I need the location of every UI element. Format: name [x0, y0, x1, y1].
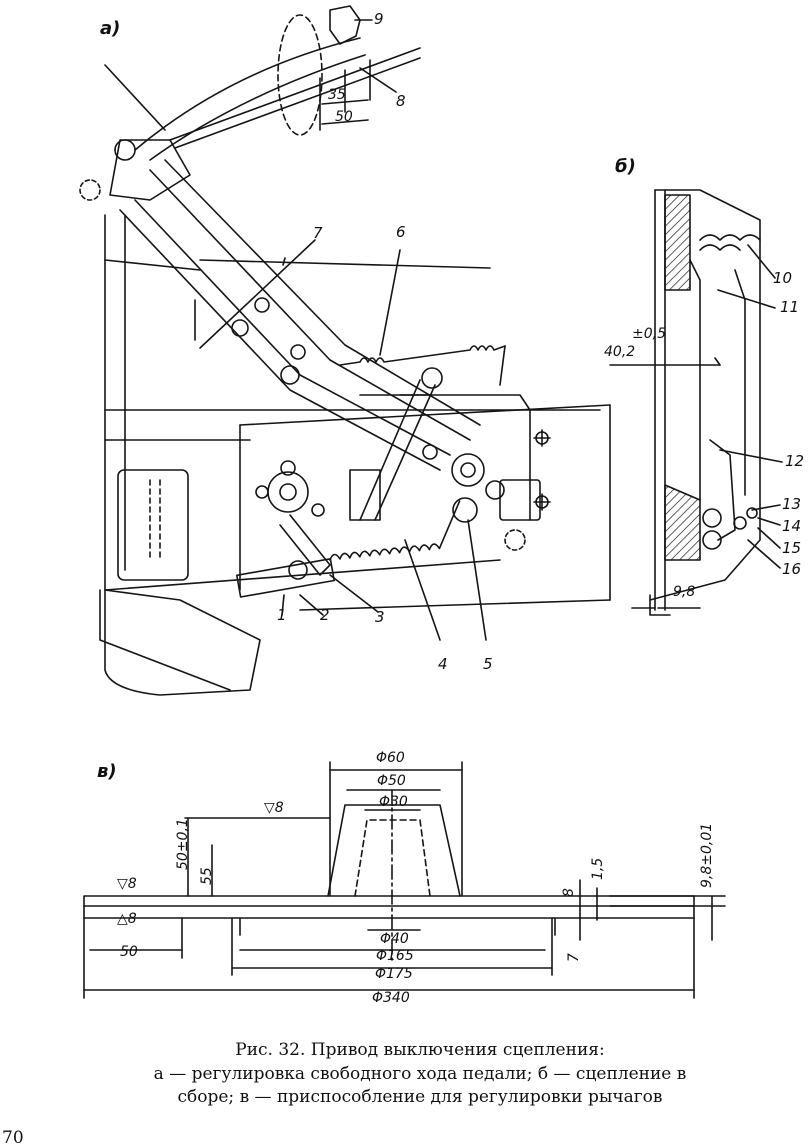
dim-1-5: 1,5: [590, 857, 606, 880]
part-label-9: 9: [374, 10, 384, 28]
view-c-lever-adjustment-fixture: [84, 762, 725, 998]
part-label-4: 4: [438, 655, 448, 673]
section-label-b: б): [615, 156, 636, 177]
part-label-5: 5: [483, 655, 493, 673]
dim-phi-30: Φ30: [379, 794, 408, 810]
part-label-8: 8: [396, 92, 406, 110]
part-label-16: 16: [782, 560, 802, 578]
dim-phi-40: Φ40: [380, 931, 409, 947]
part-label-3: 3: [375, 608, 385, 626]
dim-phi-340: Φ340: [372, 990, 410, 1006]
dim-50-tol: 50±0,1: [175, 818, 191, 870]
view-a-pedal-mechanism: [80, 6, 610, 695]
roughness-left-bottom: △8: [117, 911, 137, 927]
section-label-a: а): [100, 18, 121, 39]
part-label-15: 15: [782, 539, 802, 557]
dim-55: 55: [199, 867, 215, 885]
dim-9-8-tol: 9,8±0,01: [699, 822, 715, 888]
part-label-14: 14: [782, 517, 802, 535]
dim-8: 8: [561, 888, 577, 897]
dim-7: 7: [566, 953, 582, 962]
dim-phi-60: Φ60: [376, 750, 405, 766]
roughness-top: ▽8: [264, 800, 284, 816]
part-label-2: 2: [320, 606, 330, 624]
part-label-13: 13: [782, 495, 802, 513]
figure-caption-title: Рис. 32. Привод выключения сцепления:: [235, 1040, 605, 1060]
figure-caption-line-2: сборе; в — приспособление для регулировк…: [177, 1087, 663, 1107]
part-label-12: 12: [785, 452, 805, 470]
figure-caption-line-1: а — регулировка свободного хода педали; …: [153, 1064, 687, 1084]
part-label-6: 6: [396, 223, 406, 241]
dim-50: 50: [335, 109, 353, 125]
dim-tolerance-05: ±0,5: [632, 326, 666, 342]
page-number: 70: [2, 1128, 24, 1148]
part-label-7: 7: [313, 224, 323, 242]
section-label-c: в): [97, 761, 117, 782]
dim-9-8: 9,8: [673, 584, 696, 600]
roughness-left-top: ▽8: [117, 876, 137, 892]
part-label-10: 10: [773, 269, 793, 287]
dim-phi-165: Φ165: [376, 948, 414, 964]
dim-35: 35: [328, 87, 346, 103]
dim-phi-175: Φ175: [375, 966, 413, 982]
dim-phi-50: Φ50: [377, 773, 406, 789]
part-label-11: 11: [780, 298, 800, 316]
part-label-1: 1: [277, 606, 287, 624]
dim-50-left: 50: [120, 944, 138, 960]
dim-40-2: 40,2: [604, 344, 636, 360]
view-b-clutch-assembly: [610, 190, 782, 615]
